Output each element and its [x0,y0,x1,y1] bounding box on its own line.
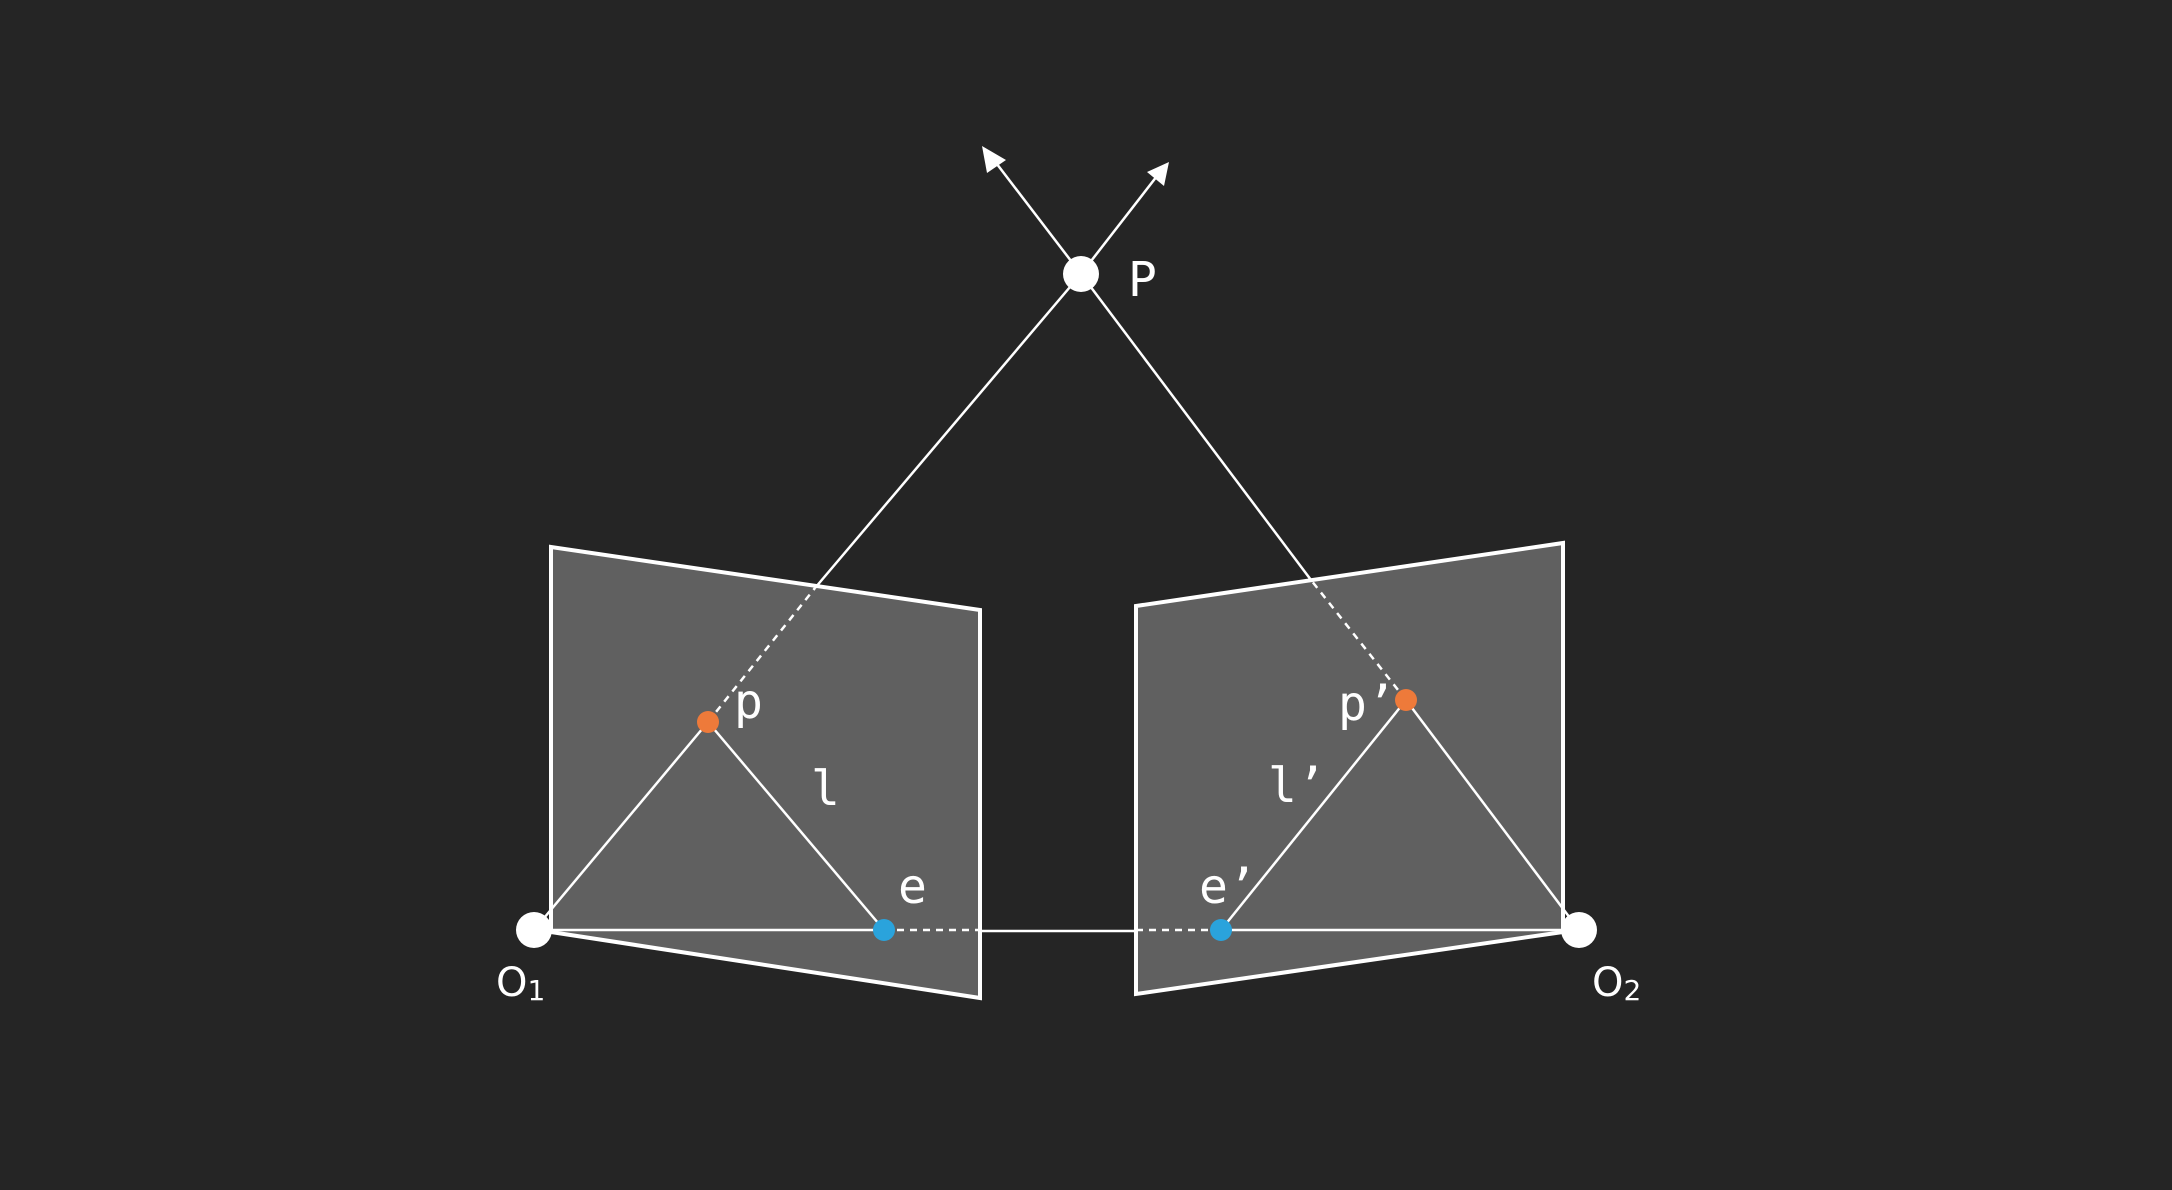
label-O2-base: O [1592,960,1623,1006]
epipole-e [873,919,895,941]
label-O1-base: O [496,960,527,1006]
label-l-prime: l’ [1268,758,1326,814]
epipole-e-prime [1210,919,1232,941]
ray-o2-to-p-prime [1405,699,1580,931]
ray-extension-arrow-right [1080,165,1166,275]
label-P: P [1128,252,1157,308]
point-P [1063,256,1099,292]
camera-center-O1 [516,912,552,948]
label-p-prime: p’ [1338,676,1396,732]
label-l: l [811,761,840,817]
ray-p-to-plane-edge-dashed [707,587,816,723]
epipolar-line-l [707,721,885,931]
ray-extension-arrow-left [985,149,1082,275]
ray-plane-edge-to-P [814,273,1082,589]
label-O2: O2 [1592,960,1641,1007]
left-image-plane [549,544,982,1001]
label-O2-subscript: 2 [1623,974,1641,1007]
ray-o1-to-p [533,721,709,931]
image-point-p-prime [1395,689,1417,711]
camera-center-O2 [1561,912,1597,948]
arrowhead-left-icon [982,146,1006,173]
label-O1-subscript: 1 [527,974,545,1007]
label-p: p [734,674,763,730]
epipolar-line-l-prime [1220,699,1407,931]
arrowhead-right-icon [1147,162,1169,186]
image-point-p [697,711,719,733]
label-e: e [898,859,927,915]
label-O1: O1 [496,960,545,1007]
ray-plane-edge-to-P-right [1080,273,1312,581]
label-e-prime: e’ [1199,859,1257,915]
